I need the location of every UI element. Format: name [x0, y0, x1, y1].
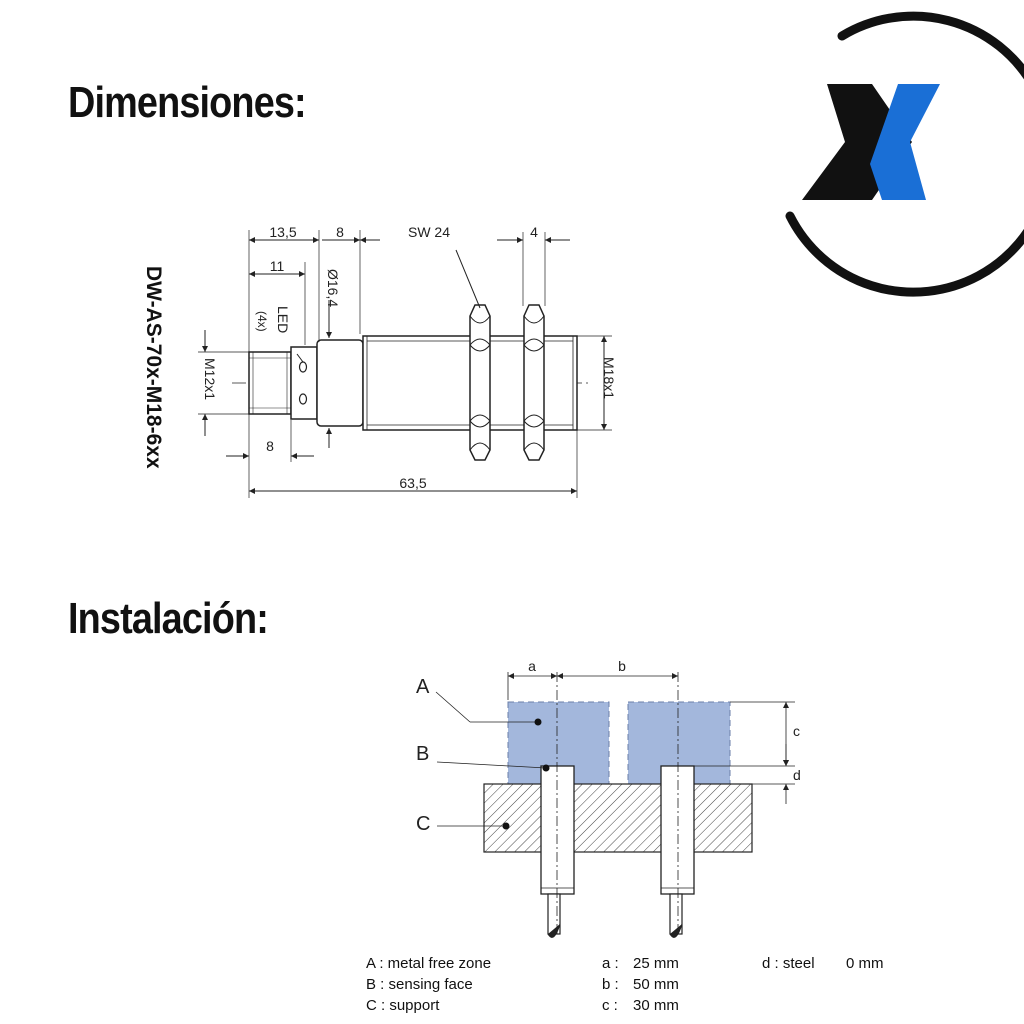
installation-drawing — [435, 672, 795, 938]
legend-C: C : support — [366, 997, 440, 1014]
dim-8-top: 8 — [336, 224, 344, 240]
legend-d-key: d : steel — [762, 955, 815, 972]
legend-d-value: 0 mm — [846, 955, 884, 972]
model-label: DW-AS-70x-M18-6xx — [142, 266, 165, 469]
legend-B: B : sensing face — [366, 976, 473, 993]
label-C: C — [416, 813, 430, 835]
sensor-dimension-drawing — [198, 230, 612, 498]
dim-11: 11 — [270, 258, 285, 274]
label-c: c — [793, 723, 800, 739]
dim-63-5: 63,5 — [399, 475, 426, 491]
label-a: a — [528, 658, 536, 674]
legend-b-value: 50 mm — [633, 976, 679, 993]
label-B: B — [416, 743, 429, 765]
legend-c-key: c : — [602, 997, 618, 1014]
dimensions-heading: Dimensiones: — [68, 78, 307, 127]
legend-b-key: b : — [602, 976, 619, 993]
support-plate — [483, 783, 753, 853]
led-count-label: (4x) — [255, 311, 269, 332]
dim-4: 4 — [530, 224, 538, 240]
label-b: b — [618, 658, 626, 674]
legend-a-value: 25 mm — [633, 955, 679, 972]
x-logo-icon — [785, 11, 1024, 297]
led-label: LED — [275, 306, 291, 333]
dim-m12: M12x1 — [202, 358, 218, 400]
dim-8-bottom: 8 — [266, 438, 274, 454]
legend-a-key: a : — [602, 955, 619, 972]
legend-c-value: 30 mm — [633, 997, 679, 1014]
dim-diameter: Ø16,4 — [325, 269, 341, 307]
label-d: d — [793, 767, 801, 783]
dim-sw24: SW 24 — [408, 224, 450, 240]
dim-m18: M18x1 — [601, 357, 617, 399]
label-A: A — [416, 676, 430, 698]
installation-heading: Instalación: — [68, 594, 269, 643]
dim-13-5: 13,5 — [269, 224, 296, 240]
legend-A: A : metal free zone — [366, 955, 491, 972]
